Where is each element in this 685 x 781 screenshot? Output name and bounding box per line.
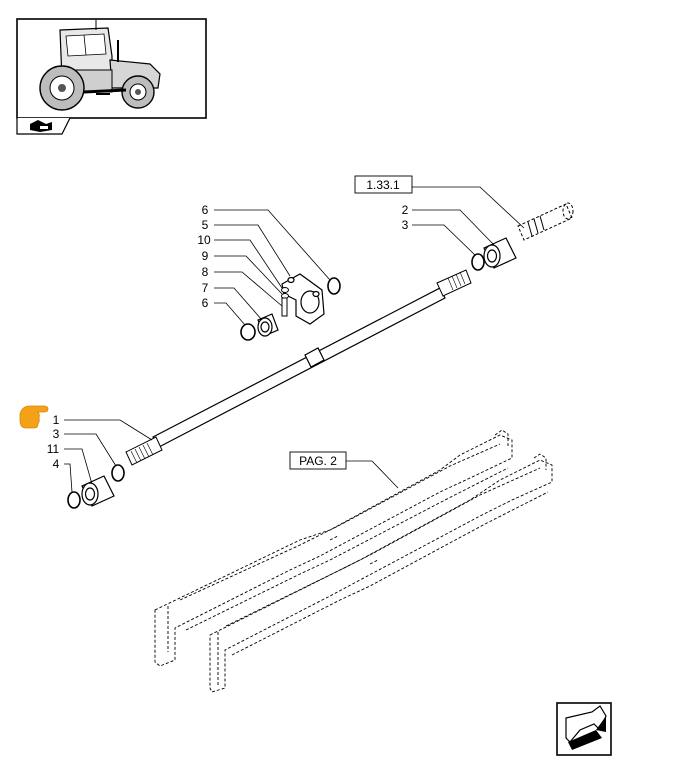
support-bracket [281, 273, 325, 325]
mating-sleeve-dashed [517, 202, 574, 241]
reference-pag-2-label: PAG. 2 [299, 454, 337, 468]
callout-4: 4 [53, 457, 60, 471]
axle-shaft [125, 269, 472, 466]
left-spline-lines [130, 442, 154, 464]
reference-pag-2[interactable]: PAG. 2 [289, 451, 347, 470]
bearing-part-7 [257, 313, 279, 337]
reference-1-33-1-label: 1.33.1 [366, 178, 400, 192]
right-spline-lines [447, 271, 466, 291]
frame-rails-dashed [154, 429, 553, 693]
pointing-hand-icon [19, 405, 49, 429]
callout-labels: 6 5 10 9 8 7 6 2 3 1 3 11 4 [47, 203, 409, 471]
callout-3-left: 3 [53, 427, 60, 441]
snap-ring-part-6-lower [240, 323, 256, 341]
seal-ring-part-3-left [111, 464, 125, 482]
next-page-arrow-icon[interactable] [556, 702, 612, 756]
reference-1-33-1[interactable]: 1.33.1 [354, 175, 413, 194]
callout-5: 5 [202, 218, 209, 232]
seal-ring-part-3-right [471, 253, 485, 271]
callout-9: 9 [202, 249, 209, 263]
callout-8: 8 [202, 265, 209, 279]
callout-11: 11 [47, 442, 60, 456]
callout-3-right: 3 [402, 218, 409, 232]
bearing-part-2 [483, 237, 517, 269]
bearing-part-11 [81, 475, 115, 507]
callout-7: 7 [202, 281, 209, 295]
callout-2: 2 [402, 203, 409, 217]
callout-6-lower: 6 [202, 296, 209, 310]
leader-lines [64, 186, 525, 493]
tractor-thumbnail-icon[interactable] [16, 18, 207, 119]
callout-1: 1 [53, 413, 60, 427]
snap-ring-part-6-upper [327, 277, 341, 295]
callout-10: 10 [197, 233, 211, 247]
callout-6-upper: 6 [202, 203, 209, 217]
view-direction-icon[interactable] [16, 117, 71, 135]
snap-ring-part-4 [67, 491, 81, 509]
bolt-washer-stack [281, 287, 289, 317]
